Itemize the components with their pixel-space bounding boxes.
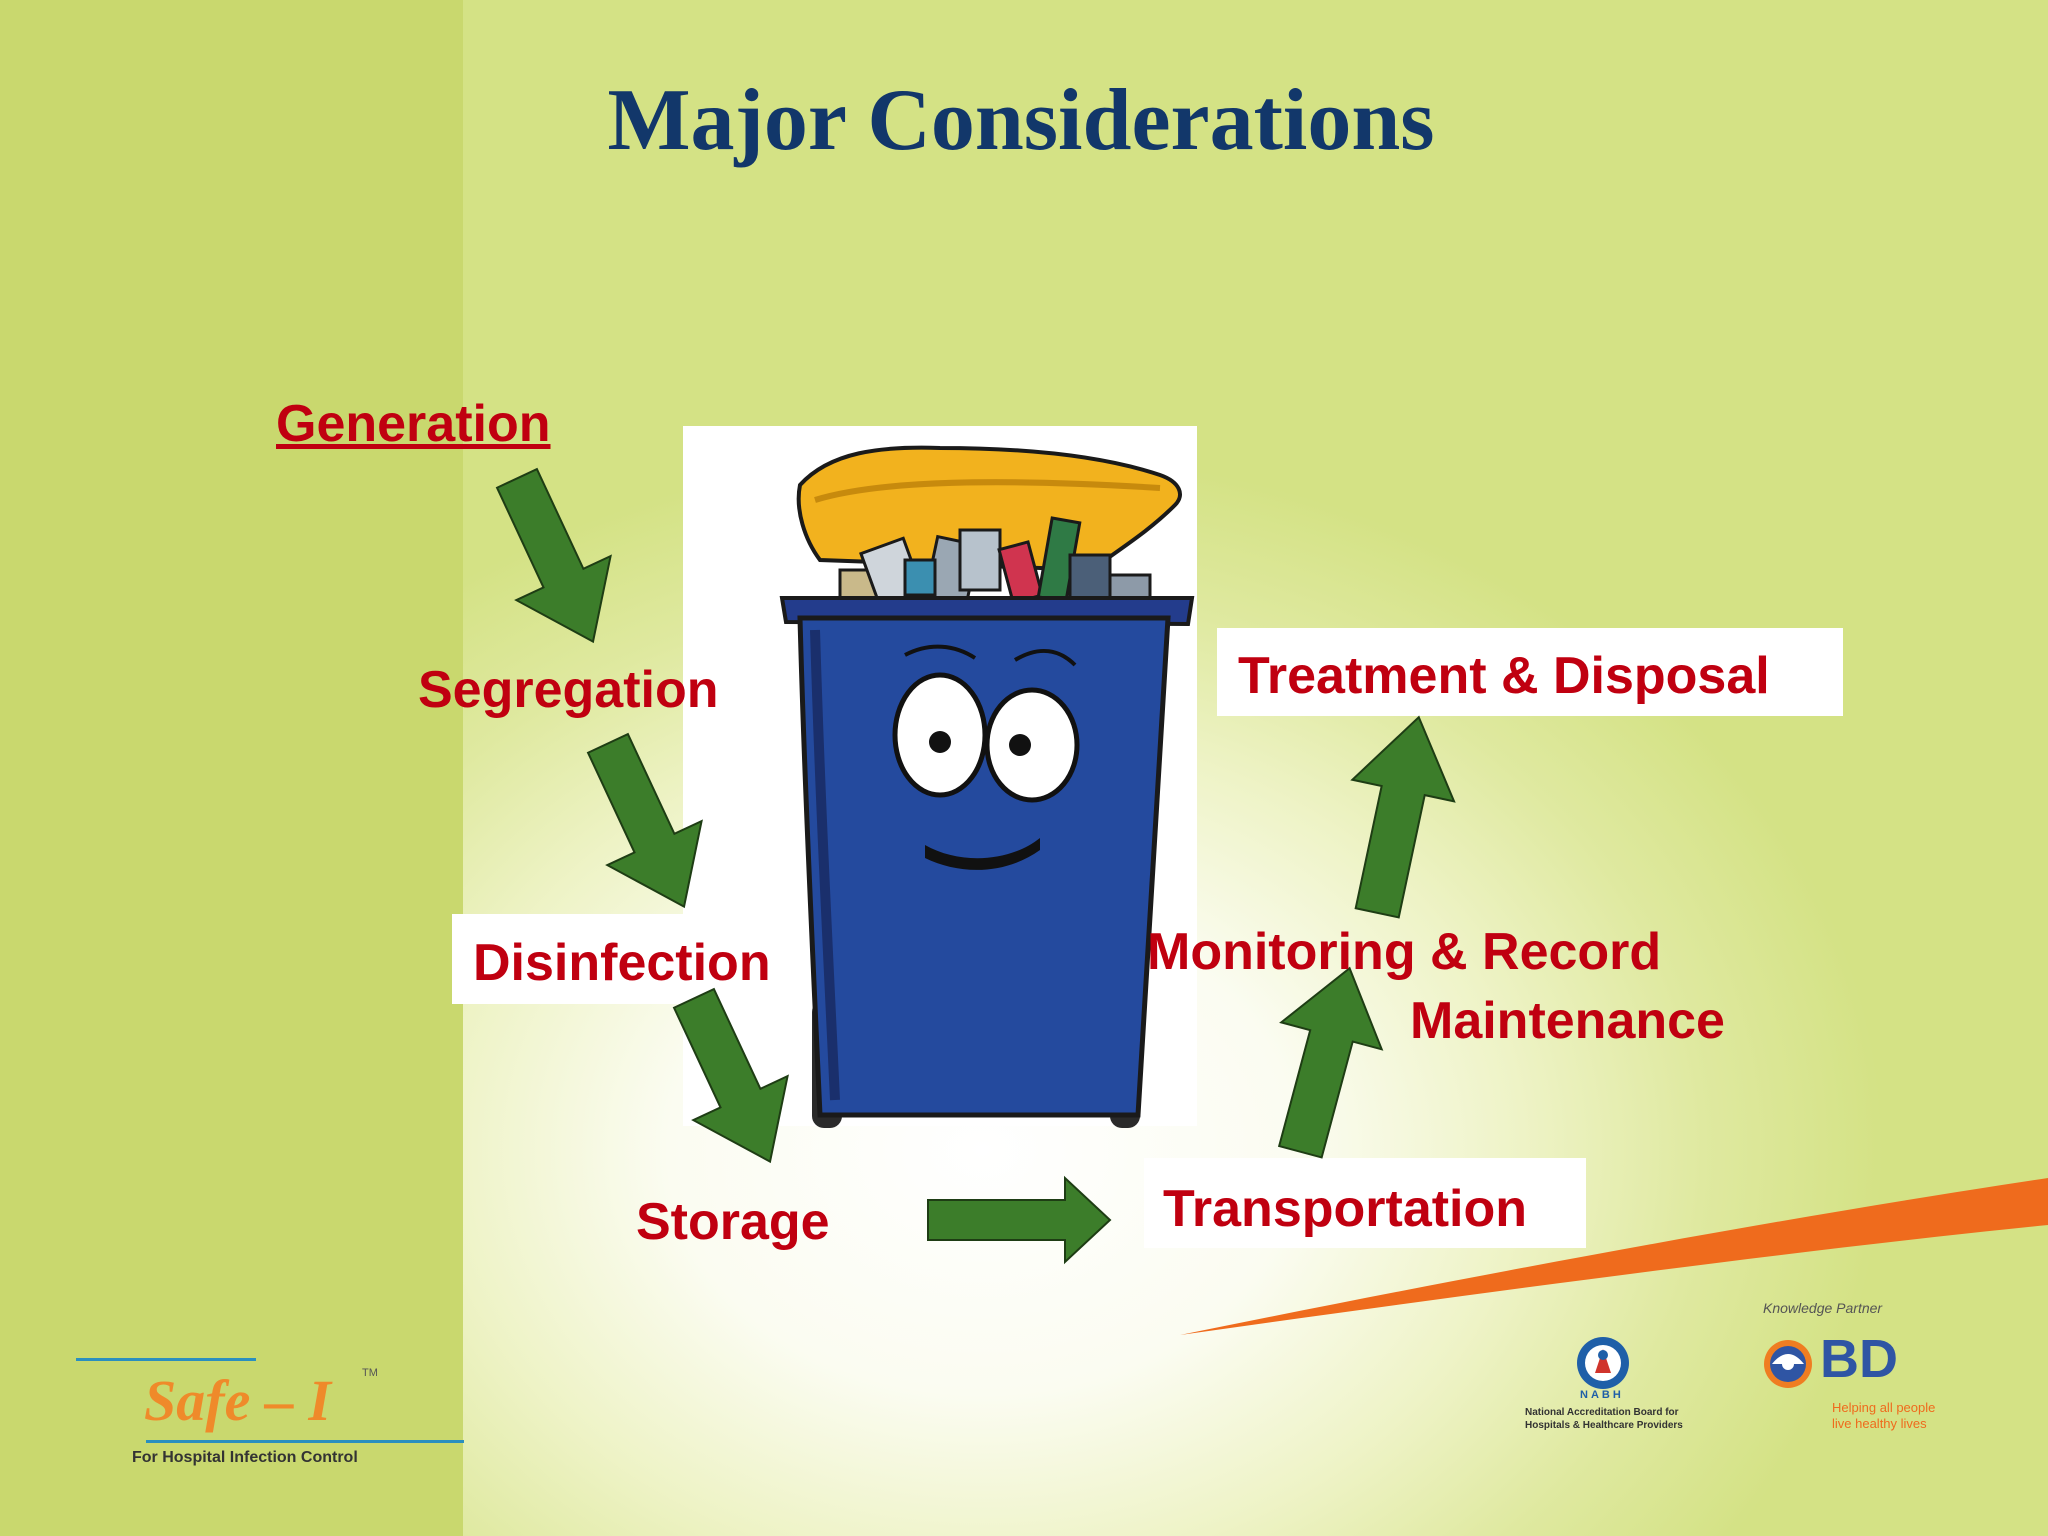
- arrow-segregation-to-disinfection: [586, 732, 703, 909]
- arrow-disinfection-to-storage: [672, 987, 789, 1164]
- node-segregation: Segregation: [418, 661, 719, 719]
- arrow-storage-to-transportation: [927, 1175, 1112, 1265]
- arrow-transportation-to-monitoring: [1277, 966, 1384, 1159]
- arrow-monitoring-to-treatment: [1350, 715, 1456, 919]
- node-storage: Storage: [636, 1193, 830, 1251]
- treatment-label-bg: [1217, 628, 1843, 716]
- arrow-generation-to-segregation: [495, 467, 612, 644]
- bin-eye-right: [984, 687, 1080, 803]
- node-monitoring-line1: Monitoring & Record: [1147, 923, 1662, 981]
- bd-logo: Knowledge Partner BD Helping all people …: [1760, 1298, 1980, 1438]
- disinfection-label-bg: [452, 914, 797, 1004]
- node-transportation: Transportation: [1163, 1180, 1528, 1238]
- slide-title: Major Considerations: [607, 72, 1435, 169]
- safe-i-logo: Safe – I TM For Hospital Infection Contr…: [76, 1355, 464, 1475]
- node-generation: Generation: [276, 395, 551, 453]
- bin-lid: [796, 445, 1182, 573]
- nabh-emblem-icon: [1577, 1337, 1629, 1389]
- node-disinfection: Disinfection: [473, 934, 771, 992]
- node-monitoring-line2: Maintenance: [1410, 992, 1725, 1050]
- bd-sunburst-icon: [1764, 1340, 1812, 1388]
- node-treatment-disposal: Treatment & Disposal: [1238, 647, 1770, 705]
- transportation-label-bg: [1144, 1158, 1586, 1248]
- nabh-logo: NABH National Accreditation Board for Ho…: [1520, 1335, 1690, 1435]
- bin-mouth: [925, 838, 1040, 870]
- left-color-band: [0, 0, 463, 1536]
